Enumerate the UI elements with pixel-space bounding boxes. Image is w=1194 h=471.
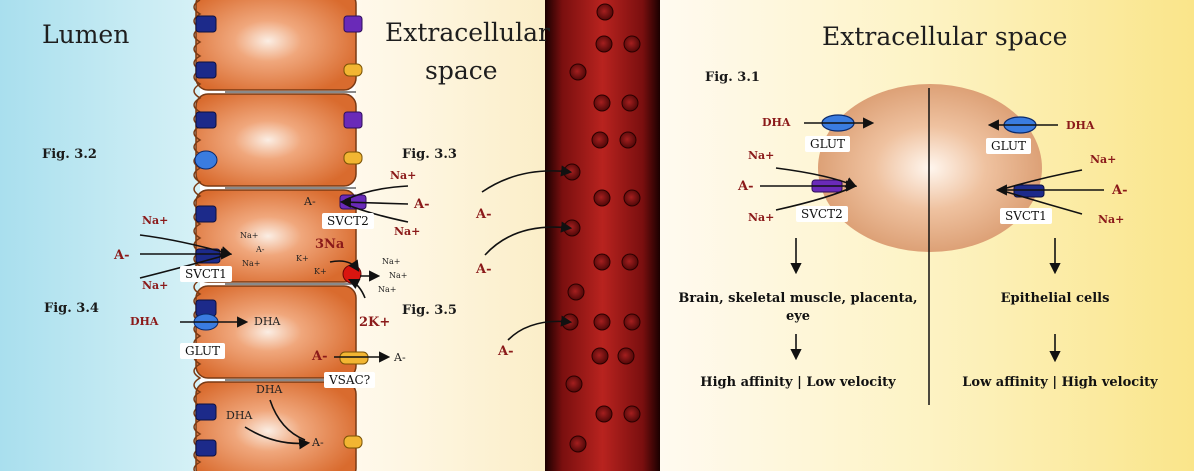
- right-kinetics: Low affinity | High velocity: [962, 375, 1158, 390]
- svct2-na-bottom: Na+: [394, 225, 421, 238]
- bottom-cell-dha-2: DHA: [226, 409, 253, 422]
- vessel-a-minus-3: A-: [498, 344, 514, 359]
- lumen-background: [0, 0, 200, 471]
- right-svct1-na-top: Na+: [1090, 153, 1117, 166]
- right-transporters: [811, 114, 1045, 198]
- svct2-box: SVCT2: [322, 213, 374, 229]
- svct1-box: SVCT1: [180, 266, 232, 282]
- pump-na-3: Na+: [378, 285, 397, 294]
- right-svct2-a-minus: A-: [738, 179, 754, 194]
- right-svct1-box: SVCT1: [1000, 208, 1052, 224]
- glut-box: GLUT: [180, 343, 226, 359]
- cell-body: [818, 84, 1042, 252]
- svct1-a-minus: A-: [114, 248, 130, 263]
- extracellular-label-line2: space: [425, 56, 498, 85]
- right-svct2-na-top: Na+: [748, 149, 775, 162]
- vessel-a-minus-1: A-: [476, 207, 492, 222]
- right-glut-left: GLUT: [805, 136, 851, 152]
- fig-3-2-label: Fig. 3.2: [42, 147, 97, 162]
- right-arrows: [760, 117, 1104, 363]
- pump-na-1: Na+: [382, 257, 401, 266]
- svct2-na-top: Na+: [390, 169, 417, 182]
- intracellular-a-minus: A-: [256, 245, 265, 254]
- svct2-a-minus: A-: [414, 197, 430, 212]
- svct1-na-bottom: Na+: [142, 279, 169, 292]
- right-extracellular-label: Extracellular space: [822, 22, 1068, 51]
- three-na-label: 3Na: [315, 237, 345, 252]
- two-k-label: 2K+: [359, 315, 391, 330]
- right-svct1-a-minus: A-: [1112, 183, 1128, 198]
- intracellular-na-2: Na+: [242, 259, 261, 268]
- bottom-cell-dha-1: DHA: [256, 383, 283, 396]
- vsac-a-minus-out: A-: [394, 351, 406, 364]
- glut-dha-outside: DHA: [130, 315, 159, 328]
- right-svct1-na-bottom: Na+: [1098, 213, 1125, 226]
- basolateral-transporters: [339, 15, 369, 449]
- k-plus-2: K+: [314, 267, 327, 276]
- fig-3-5-label: Fig. 3.5: [402, 303, 457, 318]
- vsac-box: VSAC?: [324, 372, 376, 388]
- vessel-a-minus-2: A-: [476, 262, 492, 277]
- pump-na-2: Na+: [389, 271, 408, 280]
- right-dha-left: DHA: [762, 116, 791, 129]
- left-kinetics: High affinity | Low velocity: [700, 375, 896, 390]
- fig-3-4-label: Fig. 3.4: [44, 301, 99, 316]
- lumen-label: Lumen: [42, 20, 130, 49]
- intracellular-na-1: Na+: [240, 231, 259, 240]
- right-svct2-box: SVCT2: [796, 206, 848, 222]
- extracellular-label-line1: Extracellular: [385, 18, 550, 47]
- right-svct2-na-bottom: Na+: [748, 211, 775, 224]
- svct1-na-top: Na+: [142, 214, 169, 227]
- fig-3-3-label: Fig. 3.3: [402, 147, 457, 162]
- k-plus-1: K+: [296, 254, 309, 263]
- svct2-inner-a-minus: A-: [304, 195, 316, 208]
- right-dha-right: DHA: [1066, 119, 1095, 132]
- epithelial-cells: [193, 0, 357, 471]
- blood-vessel: [545, 0, 660, 471]
- right-target: Epithelial cells: [1000, 291, 1110, 306]
- glut-dha-inside: DHA: [254, 315, 281, 328]
- vsac-a-minus-in: A-: [312, 349, 328, 364]
- bottom-cell-a-minus: A-: [312, 436, 324, 449]
- fig-3-1-label: Fig. 3.1: [705, 70, 760, 85]
- left-target-line1: Brain, skeletal muscle, placenta,: [678, 291, 918, 306]
- right-glut-right: GLUT: [986, 138, 1032, 154]
- left-target-line2: eye: [785, 309, 811, 324]
